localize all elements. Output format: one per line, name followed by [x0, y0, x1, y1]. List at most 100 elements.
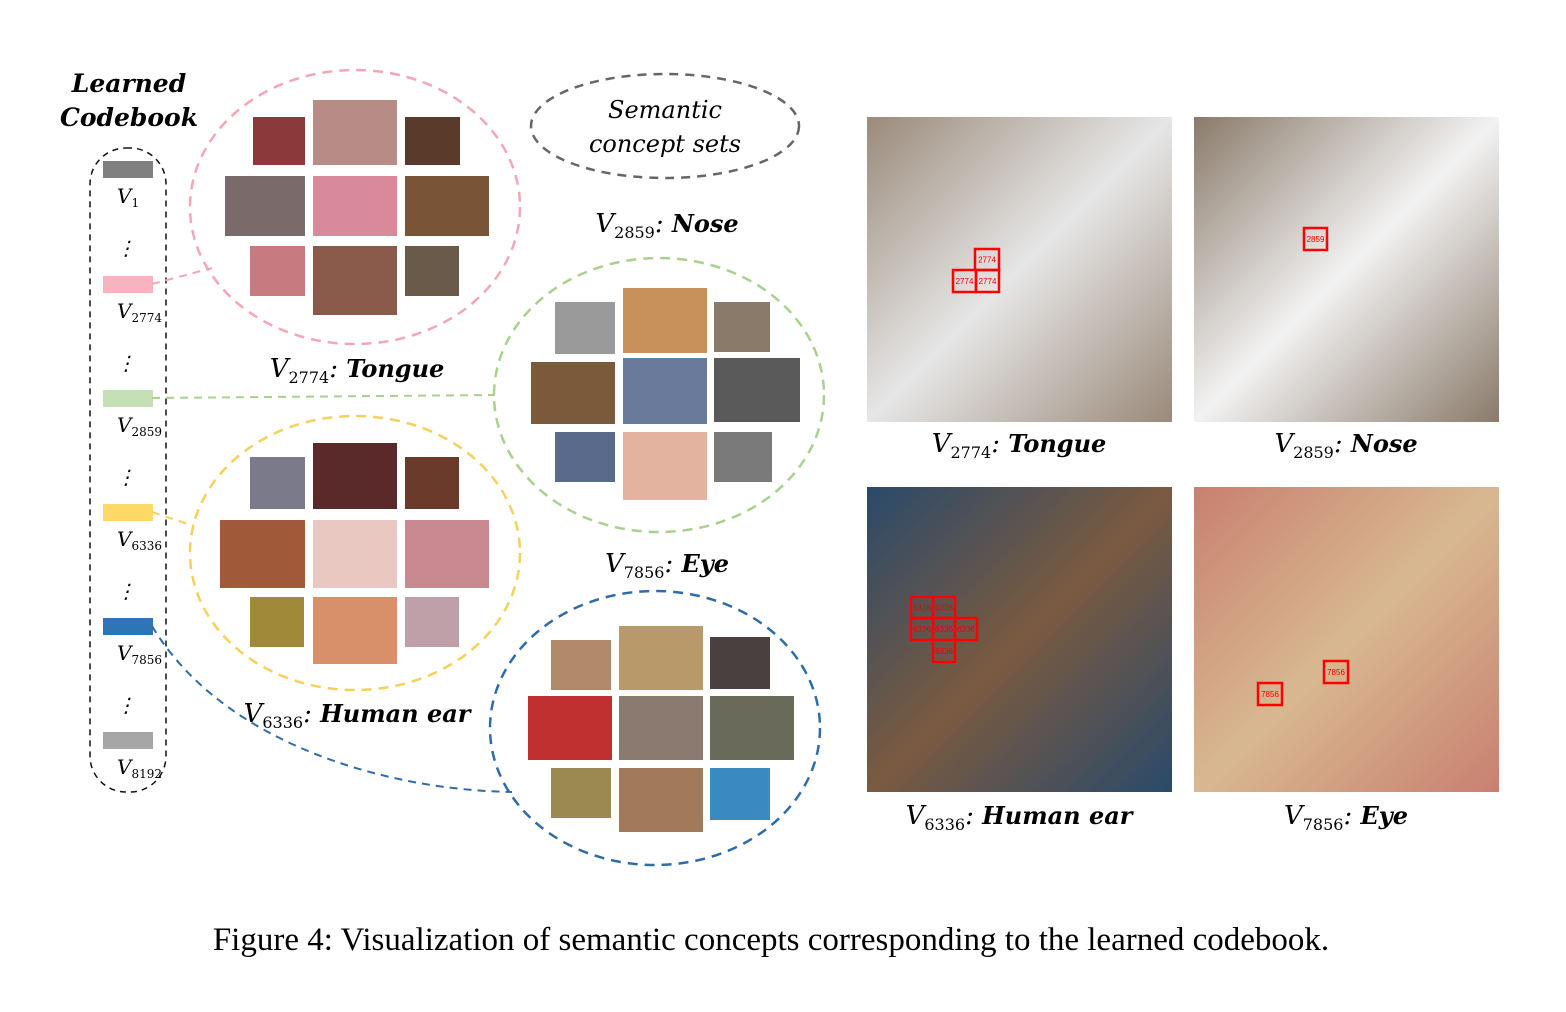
connector-6336 — [151, 511, 195, 527]
ellipsis-icon: ⋮ — [116, 236, 136, 260]
codebook-label: V1 — [117, 184, 139, 210]
token-label: 6336 — [935, 625, 953, 634]
concept-patch-image — [714, 432, 772, 482]
connector-7856 — [151, 625, 513, 793]
example-photo — [867, 117, 1172, 422]
ellipsis-icon: ⋮ — [116, 351, 136, 375]
concept-patch-image — [714, 302, 770, 352]
concept-patch-image — [623, 432, 707, 500]
codebook-vector-7856 — [103, 618, 153, 635]
token-label: 2859 — [1307, 235, 1325, 244]
concept-set-6336: V6336: Human ear — [188, 414, 522, 732]
concept-patch-image — [313, 597, 397, 664]
concept-circle — [188, 68, 522, 346]
token-highlight-box — [1322, 659, 1350, 685]
token-highlight-box — [953, 616, 979, 642]
ellipsis-icon: ⋮ — [116, 465, 136, 489]
codebook-entries: V1⋮V2774⋮V2859⋮V6336⋮V7856⋮V8192 — [103, 161, 162, 781]
codebook-title-line1: Learned — [71, 69, 186, 98]
figure-caption: Figure 4: Visualization of semantic conc… — [213, 922, 1329, 958]
concept-patch-image — [405, 117, 460, 165]
token-label: 6336 — [913, 604, 931, 613]
concept-circle — [488, 589, 822, 867]
token-label: 6336 — [957, 625, 975, 634]
token-label: 2774 — [979, 277, 997, 286]
concept-patch-image — [313, 246, 397, 315]
concept-patch-image — [253, 117, 305, 165]
concept-patch-image — [250, 246, 305, 296]
concept-patch-image — [619, 696, 703, 760]
concept-patch-image — [225, 176, 305, 236]
semantic-sets-label-2: concept sets — [589, 130, 741, 158]
concept-title: V7856: Eye — [605, 549, 729, 582]
concept-patch-image — [623, 358, 707, 424]
concept-circle — [188, 414, 522, 692]
concept-patch-image — [405, 176, 489, 236]
concept-set-7856: V7856: Eye — [488, 549, 822, 867]
codebook-vector-1 — [103, 161, 153, 178]
token-label: 6336 — [935, 604, 953, 613]
concept-patch-image — [710, 696, 794, 760]
concept-set-2774: V2774: Tongue — [188, 68, 522, 387]
concept-patch-image — [531, 362, 615, 424]
concept-patch-image — [250, 597, 304, 647]
token-highlight-box — [931, 638, 957, 664]
concept-patch-image — [551, 768, 611, 818]
concept-patch-image — [623, 288, 707, 353]
example-title: V2859: Nose — [1274, 429, 1417, 462]
concept-patch-image — [619, 768, 703, 832]
concept-patch-image — [313, 100, 397, 165]
concept-patch-image — [710, 637, 770, 689]
concept-patch-image — [220, 520, 305, 588]
token-highlight-box — [1302, 226, 1329, 252]
concept-title: V2859: Nose — [595, 209, 738, 242]
example-title: V2774: Tongue — [932, 429, 1107, 462]
concept-patch-image — [714, 358, 800, 422]
concept-circle — [492, 256, 826, 534]
concept-patch-image — [555, 432, 615, 482]
codebook-label: V2859 — [117, 413, 162, 439]
concept-patch-image — [313, 176, 397, 236]
concept-patch-image — [313, 443, 397, 509]
concept-patch-image — [555, 302, 615, 354]
concept-set-2859: V2859: Nose — [492, 209, 826, 534]
concept-title: V2774: Tongue — [270, 354, 445, 387]
codebook-label: V2774 — [117, 299, 162, 325]
connector-2859 — [151, 394, 496, 399]
example-title: V7856: Eye — [1284, 801, 1408, 834]
ellipsis-icon: ⋮ — [116, 579, 136, 603]
concept-patch-image — [250, 457, 305, 509]
codebook-vector-6336 — [103, 504, 153, 521]
codebook-title-line2: Codebook — [60, 103, 198, 132]
connector-2774 — [151, 267, 213, 285]
concept-patch-image — [551, 640, 611, 690]
concept-patch-image — [405, 520, 489, 588]
concept-patch-image — [405, 246, 459, 296]
codebook-label: V6336 — [117, 527, 162, 553]
codebook-vector-2859 — [103, 390, 153, 407]
codebook-vector-8192 — [103, 732, 153, 749]
example-title: V6336: Human ear — [906, 801, 1135, 834]
codebook-label: V7856 — [117, 641, 162, 667]
concept-patch-image — [619, 626, 703, 690]
token-label: 6336 — [935, 647, 953, 656]
concept-patch-image — [710, 768, 770, 820]
concept-patch-image — [528, 696, 612, 760]
token-label: 2774 — [956, 277, 974, 286]
token-label: 7856 — [1261, 690, 1279, 699]
token-label: 2774 — [978, 256, 996, 265]
codebook-vector-2774 — [103, 276, 153, 293]
concept-patch-image — [405, 597, 459, 647]
concept-patch-image — [313, 520, 397, 588]
token-label: 7856 — [1327, 668, 1345, 677]
token-label: 6336 — [913, 625, 931, 634]
example-photo — [1194, 117, 1499, 422]
concept-title: V6336: Human ear — [244, 699, 473, 732]
example-photo — [1194, 487, 1499, 792]
